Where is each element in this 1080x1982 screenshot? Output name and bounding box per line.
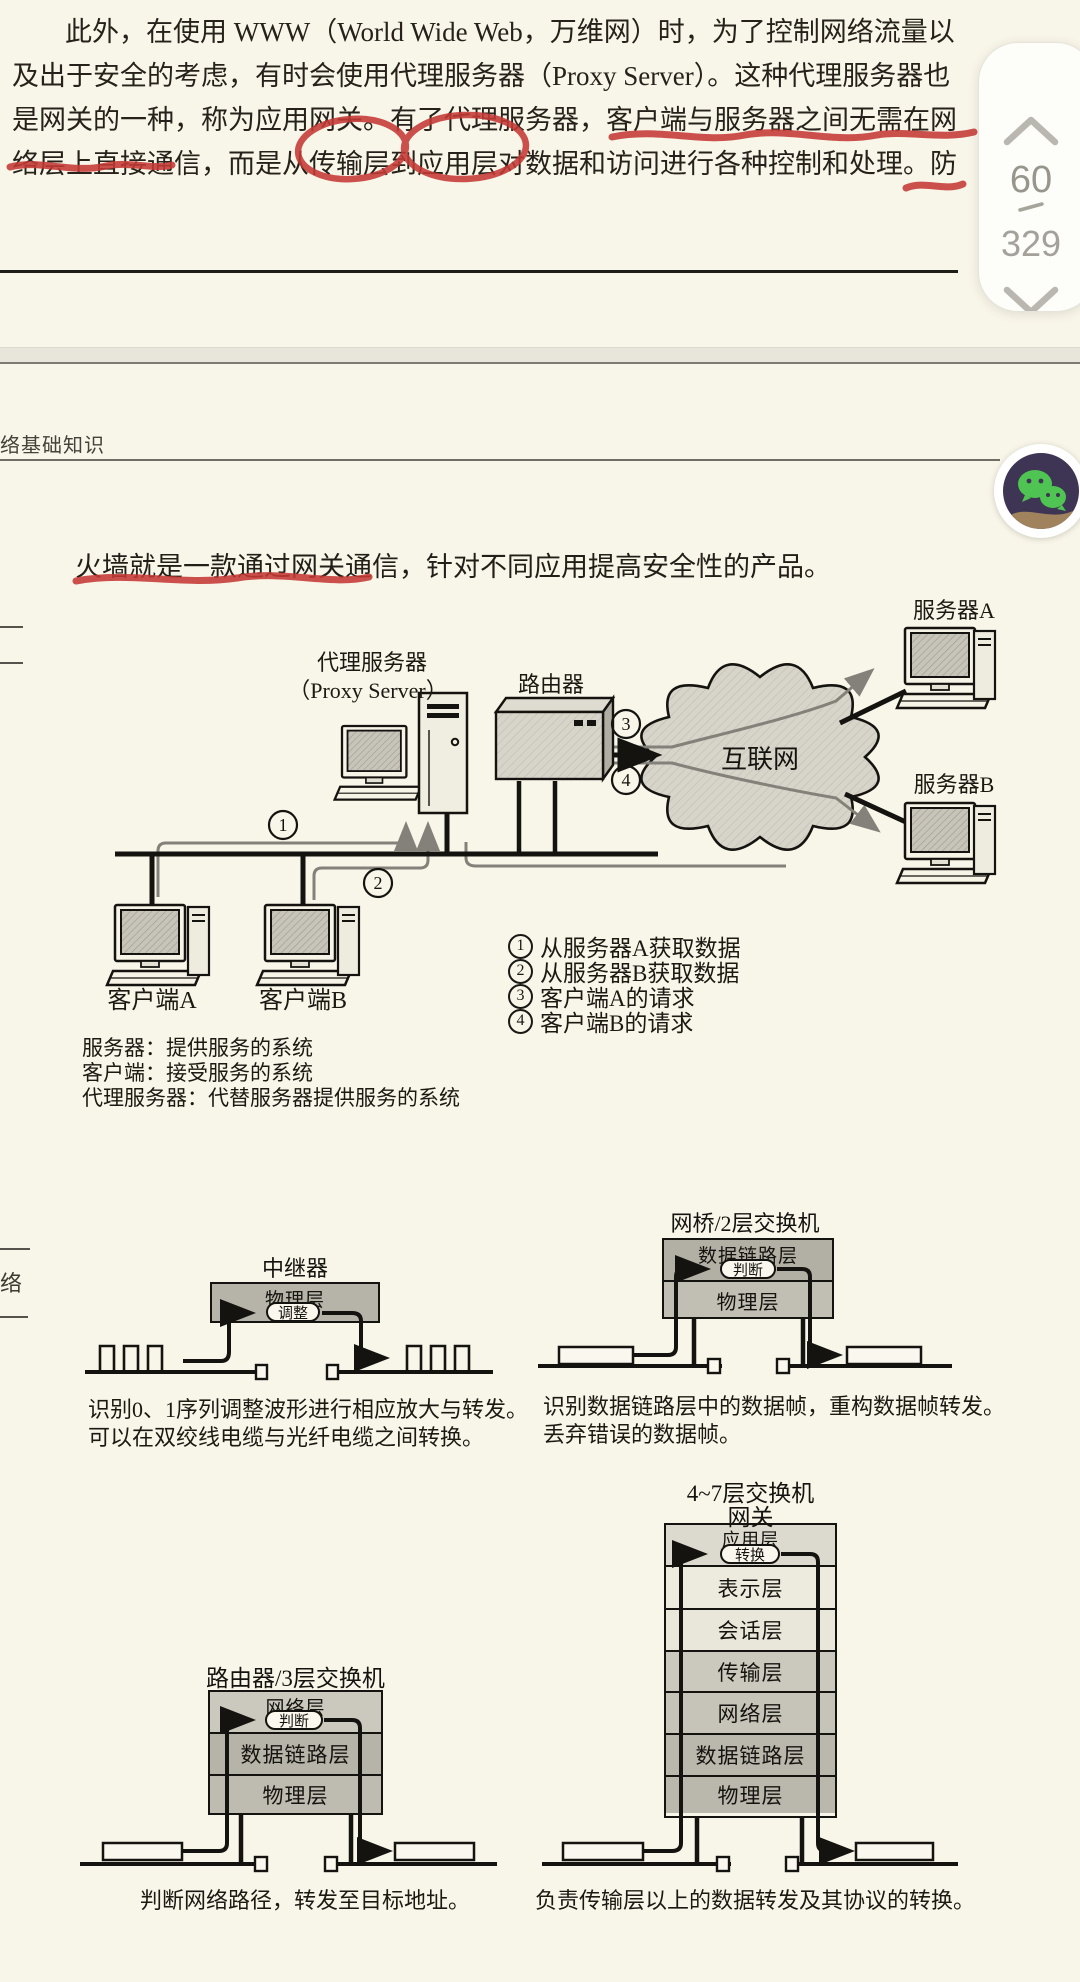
legend-text: 客户端B的请求: [540, 1011, 694, 1036]
server-b-icon: [895, 801, 997, 885]
gateway-caption: 负责传输层以上的数据转发及其协议的转换。: [535, 1888, 976, 1913]
paragraph-line: 是网关的一种，称为应用网关。有了代理服务器，客户端与服务器之间无需在网: [12, 105, 957, 135]
router3-caption: 判断网络路径，转发至目标地址。: [140, 1888, 471, 1913]
client-b-icon: [255, 903, 361, 987]
page-nav-widget[interactable]: 60 329: [978, 42, 1080, 312]
gold-swirl: [1011, 509, 1079, 529]
gateway-layer-transport: 传输层: [666, 1652, 835, 1693]
frame-box: [561, 1841, 645, 1862]
gateway-subtitle: 网关: [727, 1505, 774, 1530]
legend-num-icon: 1: [508, 933, 533, 959]
frame-box: [393, 1841, 476, 1862]
bridge-caption: 丢弃错误的数据帧。: [543, 1422, 742, 1447]
intro-sentence: 火墙就是一款通过网关通信，针对不同应用提高安全性的产品。: [75, 552, 831, 582]
bridge-pill: 判断: [720, 1259, 776, 1279]
cloud-label: 互联网: [721, 745, 799, 774]
internet-cloud: 互联网: [640, 663, 880, 851]
server-a-icon: [895, 626, 997, 710]
running-header: 络基础知识: [0, 435, 105, 457]
margin-tick: [0, 1248, 30, 1250]
repeater-caption: 可以在双绞线电缆与光纤电缆之间转换。: [88, 1425, 485, 1450]
margin-char: 络: [0, 1271, 23, 1296]
legend-item: 1 从服务器A获取数据: [508, 929, 741, 963]
frame-box: [557, 1345, 635, 1366]
flow-markers: [267, 708, 642, 899]
red-underline: [902, 180, 967, 192]
margin-tick: [0, 626, 23, 628]
definition-line: 客户端：接受服务的系统: [82, 1061, 313, 1085]
legend-text: 客户端A的请求: [540, 986, 695, 1011]
marker-2: 2: [374, 873, 383, 893]
gateway-layer-presentation: 表示层: [666, 1567, 835, 1610]
legend-item: 3 客户端A的请求: [508, 979, 695, 1013]
paragraph-line: 此外，在使用 WWW（World Wide Web，万维网）时，为了控制网络流量…: [65, 17, 955, 47]
gateway-layer-physical: 物理层: [666, 1777, 835, 1813]
nav-chevrons: [1003, 116, 1059, 311]
client-b-label: 客户端B: [259, 987, 347, 1014]
gateway-pill: 转换: [720, 1544, 780, 1564]
gateway-layer-session: 会话层: [666, 1610, 835, 1652]
legend-item: 4 客户端B的请求: [508, 1004, 693, 1038]
page-gap-band: [0, 347, 1080, 364]
margin-tick: [0, 662, 23, 664]
definition-line: 服务器：提供服务的系统: [82, 1036, 313, 1060]
device-diagrams-wiring: [80, 1255, 958, 1873]
client-a-icon: [105, 903, 211, 987]
proxy-label: 代理服务器: [317, 650, 427, 675]
bridge-caption: 识别数据链路层中的数据帧，重构数据帧转发。: [543, 1394, 1006, 1419]
bridge-layer-physical: 物理层: [716, 1292, 780, 1314]
router3-layer-physical: 物理层: [262, 1783, 329, 1808]
wechat-icon: [1003, 453, 1079, 529]
legend-num-icon: 4: [508, 1008, 533, 1034]
gateway-layer-datalink: 数据链路层: [666, 1735, 835, 1777]
legend-text: 从服务器A获取数据: [540, 936, 741, 961]
proxy-server-icon: [333, 691, 469, 815]
chevron-down-icon[interactable]: [1003, 286, 1059, 311]
server-b-label: 服务器B: [914, 772, 995, 797]
gateway-layer-network: 网络层: [666, 1693, 835, 1735]
repeater-title: 中继器: [261, 1256, 328, 1281]
proxy-network-figure: 互联网: [105, 598, 997, 1014]
legend-text: 从服务器B获取数据: [540, 961, 740, 986]
legend-item: 2 从服务器B获取数据: [508, 954, 739, 988]
current-page-number: 60: [1009, 159, 1053, 201]
page-rule: [0, 270, 958, 273]
router3-title: 路由器/3层交换机: [206, 1666, 385, 1691]
wechat-float-button[interactable]: [994, 444, 1080, 538]
router3-pill: 判断: [265, 1710, 323, 1730]
paragraph-line: 络层上直接通信，而是从传输层到应用层对数据和访问进行各种控制和处理。防: [12, 149, 957, 179]
bridge-title: 网桥/2层交换机: [670, 1211, 820, 1236]
client-a-label: 客户端A: [107, 987, 197, 1014]
server-a-label: 服务器A: [913, 598, 995, 623]
red-annotation-layer: [6, 111, 978, 585]
legend-num-icon: 3: [508, 983, 533, 1009]
repeater-caption: 识别0、1序列调整波形进行相应放大与转发。: [88, 1397, 529, 1422]
paragraph-line: 及出于安全的考虑，有时会使用代理服务器（Proxy Server）。这种代理服务…: [12, 61, 951, 91]
margin-tick: [0, 1316, 28, 1318]
definition-line: 代理服务器：代替服务器提供服务的系统: [82, 1086, 460, 1110]
legend-num-icon: 2: [508, 958, 533, 984]
router-icon: [493, 694, 616, 783]
proxy-sublabel: （Proxy Server）: [288, 678, 447, 703]
frame-box: [101, 1841, 184, 1862]
frame-box: [854, 1841, 935, 1862]
chevron-up-icon[interactable]: [1003, 116, 1059, 146]
router3-layer-datalink: 数据链路层: [210, 1734, 381, 1776]
repeater-pill: 调整: [266, 1302, 320, 1322]
total-page-number: 329: [1000, 223, 1062, 264]
marker-3: 3: [622, 714, 631, 734]
router-label: 路由器: [518, 672, 584, 697]
gateway-title: 4~7层交换机: [686, 1481, 815, 1506]
header-rule: [0, 459, 1000, 461]
marker-1: 1: [279, 815, 288, 835]
frame-box: [845, 1345, 923, 1366]
page-divider-dash: [1018, 202, 1044, 212]
marker-4: 4: [622, 770, 631, 790]
gray-request-paths: [156, 668, 881, 900]
